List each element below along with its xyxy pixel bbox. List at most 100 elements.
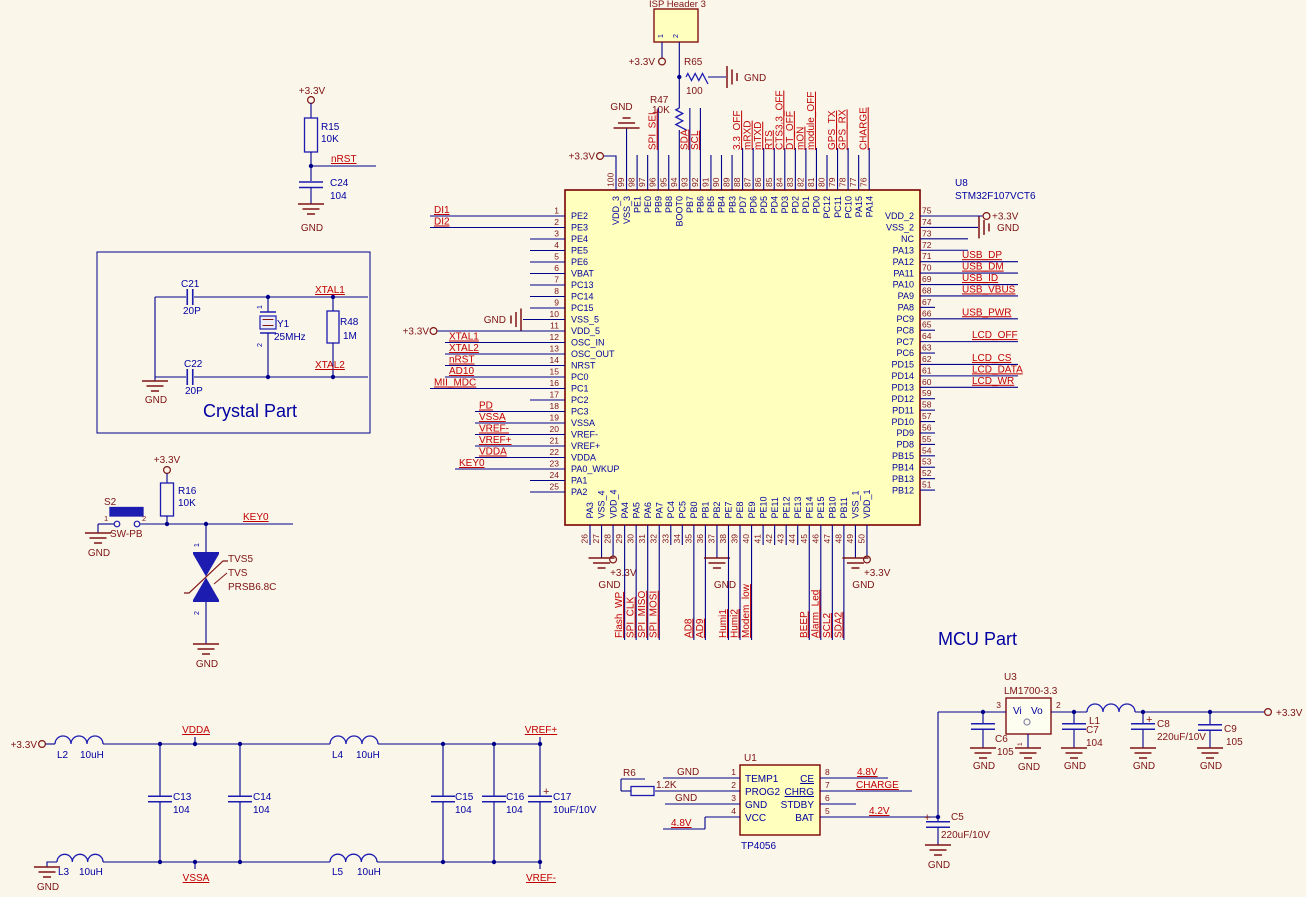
pin-number-79: 79	[827, 177, 837, 187]
label-CE: CE	[800, 774, 814, 785]
pin-number-39: 39	[730, 534, 740, 544]
pin-number-1: 1	[554, 206, 559, 216]
pin-number-27: 27	[591, 534, 601, 544]
tvs-diode-TVS5	[193, 554, 219, 577]
pin-name-PB13: PB13	[892, 474, 914, 484]
pin-number-97: 97	[637, 177, 647, 187]
net-label-AD8: AD8	[683, 618, 694, 638]
pin-name-PB10: PB10	[828, 496, 838, 518]
terminal-circle	[862, 555, 871, 564]
net-label-CHARGE: CHARGE	[856, 780, 899, 791]
pin-number-85: 85	[764, 177, 774, 187]
pin-number-36: 36	[695, 534, 705, 544]
net-label-VREF-: VREF-	[479, 424, 509, 435]
net-label-SPI_SEL: SPI_SEL	[648, 109, 659, 150]
label-PROG2: PROG2	[745, 787, 780, 798]
pin-name-PA1: PA1	[571, 476, 587, 486]
part-LM1700: LM1700-3.3	[1004, 686, 1058, 697]
pin-name-PE3: PE3	[571, 223, 588, 233]
net-label-SCL: SCL	[690, 130, 701, 150]
net-label-CTS3.3_OFF: CTS3.3_OFF	[774, 91, 785, 150]
crystal-part-frame	[96, 251, 371, 434]
pin-number-83: 83	[785, 177, 795, 187]
label-C24: C24	[330, 178, 349, 189]
label-8: 8	[825, 767, 830, 777]
pin-number-72: 72	[922, 240, 932, 250]
pin-name-PD11: PD11	[892, 405, 914, 415]
pin-number-41: 41	[753, 534, 763, 544]
pin-name-VSS_3: VSS_3	[622, 196, 632, 224]
pin-number-59: 59	[922, 388, 932, 398]
pin-name-VREF+: VREF+	[571, 441, 600, 451]
pin-name-VDD_1: VDD_1	[862, 489, 872, 518]
pin-number-53: 53	[922, 457, 932, 467]
pin-number-11: 11	[550, 321, 559, 331]
pin-number-92: 92	[690, 177, 700, 187]
resistor-R16	[159, 482, 175, 517]
label-220uF_10V: 220uF/10V	[941, 830, 990, 841]
label-1: 1	[1017, 742, 1024, 746]
pin-number-73: 73	[922, 228, 932, 238]
pin-number-90: 90	[711, 177, 721, 187]
pin-name-VSS_1: VSS_1	[851, 490, 861, 518]
pin-name-PE1: PE1	[632, 196, 642, 213]
label-+3.3V: +3.3V	[1276, 708, 1303, 719]
label-C21: C21	[181, 279, 200, 290]
pin-number-34: 34	[672, 534, 682, 544]
terminal-circle	[1263, 707, 1272, 716]
pin-number-31: 31	[637, 534, 647, 544]
pin-name-PE15: PE15	[816, 496, 826, 518]
label-BAT: BAT	[795, 813, 814, 824]
designator-U8: U8	[955, 178, 968, 189]
label-CHRG: CHRG	[785, 787, 815, 798]
net-label-KEY0: KEY0	[243, 512, 269, 523]
pin-number-23: 23	[550, 459, 560, 469]
isp-header-body	[653, 8, 699, 43]
resistor-R15	[303, 117, 319, 153]
designator-U1: U1	[744, 753, 757, 764]
pin-name-NC: NC	[901, 234, 914, 244]
pin-number-32: 32	[649, 534, 659, 544]
pin-name-PA3: PA3	[585, 502, 595, 518]
pin-name-PB8: PB8	[664, 196, 674, 213]
label-1: 1	[194, 543, 201, 547]
pin-name-PE12: PE12	[781, 496, 791, 518]
pin-number-15: 15	[550, 367, 560, 377]
net-label-SCL2: SCL2	[822, 613, 833, 638]
net-label-VDDA: VDDA	[479, 447, 507, 458]
junction-dot	[537, 859, 543, 865]
pin-name-PC11: PC11	[833, 196, 843, 218]
pin-number-50: 50	[856, 534, 866, 544]
resistor-R47	[674, 107, 687, 131]
net-label-DI1: DI1	[434, 205, 450, 216]
junction-dot	[330, 374, 336, 380]
label-1.2K: 1.2K	[656, 780, 677, 791]
label-10uH: 10uH	[80, 750, 104, 761]
wire	[46, 861, 57, 867]
pin-name-PB15: PB15	[892, 451, 914, 461]
junction-dot	[440, 859, 446, 865]
pin-number-86: 86	[753, 177, 763, 187]
pin-number-93: 93	[679, 177, 689, 187]
label-+3.3V: +3.3V	[629, 57, 656, 68]
net-label-VREF+: VREF+	[525, 725, 558, 736]
net-label-VSSA: VSSA	[183, 873, 210, 884]
pin-number-95: 95	[658, 177, 668, 187]
pin-name-PD12: PD12	[891, 394, 914, 404]
terminal-circle	[429, 327, 438, 336]
pin-name-VSSA: VSSA	[571, 418, 595, 428]
pin-name-PC3: PC3	[571, 407, 589, 417]
pin-number-54: 54	[922, 445, 932, 455]
net-label-XTAL2: XTAL2	[449, 343, 479, 354]
pin-name-PE9: PE9	[747, 501, 757, 518]
net-label-VSSA: VSSA	[479, 412, 506, 423]
label-C15: C15	[455, 792, 474, 803]
label-+3.3V: +3.3V	[992, 212, 1019, 223]
pin-number-28: 28	[603, 534, 613, 544]
junction-dot	[491, 741, 497, 747]
label-Vo: Vo	[1031, 706, 1043, 717]
net-label-LCD_CS: LCD_CS	[972, 353, 1012, 364]
net-label-XTAL2: XTAL2	[315, 360, 345, 371]
junction-dot	[491, 859, 497, 865]
